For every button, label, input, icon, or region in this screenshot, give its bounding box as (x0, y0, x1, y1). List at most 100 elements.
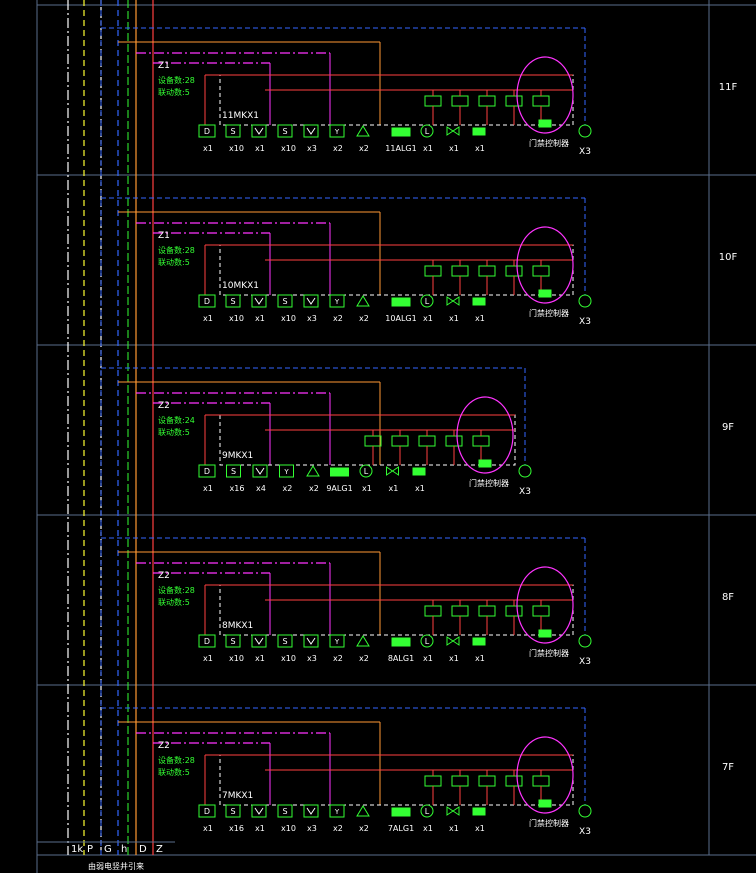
alarm-valve-label: 7ALG1 (388, 824, 414, 833)
zone-label: Z1 (158, 61, 170, 71)
hydrant-button-icon (329, 294, 345, 308)
flow-indicator-icon (472, 297, 486, 306)
flow-indicator-icon (472, 127, 486, 136)
module-box-outline (219, 584, 574, 636)
io-module-icon (478, 95, 496, 107)
device-count: x1 (415, 484, 425, 493)
device-count: x1 (475, 144, 485, 153)
device-count: x2 (333, 654, 343, 663)
smoke-detector-letter: S (282, 297, 287, 306)
device-valve-icon: x1 (446, 126, 460, 153)
device-flow-icon: x1 (472, 127, 486, 153)
io-module-icon (478, 605, 496, 617)
device-D-icon: Dx1 (198, 124, 216, 153)
io-module-icon (424, 605, 442, 617)
device-count: x1 (475, 314, 485, 323)
device-hydrant-icon: Yx2 (329, 804, 345, 833)
device-alg-icon (330, 467, 349, 477)
device-horn-icon: x2 (356, 125, 370, 153)
io-module-icon (451, 605, 469, 617)
level-switch-icon (420, 804, 434, 818)
device-count: x1 (255, 144, 265, 153)
smoke-detector-letter: S (231, 467, 236, 476)
device-count: x2 (359, 144, 369, 153)
module-box-outline (219, 244, 574, 296)
device-count-label: 设备数:24 (158, 415, 195, 425)
revision-cloud-outline (516, 566, 574, 644)
hydrant-button-icon (279, 464, 294, 478)
device-valve-icon: x1 (446, 296, 460, 323)
hydrant-button-icon (329, 634, 345, 648)
device-flow-icon: x1 (472, 637, 486, 663)
device-D-icon: Dx1 (198, 464, 216, 493)
revision-cloud-outline (516, 56, 574, 134)
module-box-outline (219, 754, 574, 806)
level-switch-icon (359, 464, 373, 478)
device-count: x2 (333, 314, 343, 323)
smoke-detector-icon (225, 124, 241, 138)
smoke-detector-icon (277, 804, 293, 818)
device-heat-icon: x3 (303, 634, 319, 663)
device-count: x2 (309, 484, 319, 493)
door-controller-icon (538, 119, 552, 128)
door-controller-icon (478, 459, 492, 468)
module-box-label: 7MKX1 (222, 791, 253, 801)
door-controller-label: 门禁控制器 (469, 478, 509, 488)
device-count: x1 (423, 824, 433, 833)
io-module-icon (478, 265, 496, 277)
device-horn-icon: x2 (356, 635, 370, 663)
alarm-valve-icon (391, 807, 411, 817)
device-hydrant-icon: Yx2 (329, 634, 345, 663)
link-count-label: 联动数:5 (158, 87, 190, 97)
smoke-detector-icon (277, 294, 293, 308)
sounder-icon (356, 805, 370, 817)
device-count: x1 (475, 824, 485, 833)
hydrant-button-icon (329, 804, 345, 818)
device-count: x10 (281, 144, 296, 153)
D-icon-letter: D (204, 637, 210, 646)
smoke-detector-letter: S (230, 807, 235, 816)
io-module-icon (505, 95, 523, 107)
module-box-label: 8MKX1 (222, 621, 253, 631)
heat-detector-icon (251, 294, 267, 308)
device-count: x3 (307, 144, 317, 153)
device-count: x2 (359, 314, 369, 323)
module-box-label: 9MKX1 (222, 451, 253, 461)
device-count: x1 (203, 314, 213, 323)
device-heat-icon: x3 (303, 124, 319, 153)
D-icon (198, 294, 216, 308)
io-module-icon (532, 95, 550, 107)
signal-valve-icon (446, 296, 460, 306)
signal-valve-icon (446, 636, 460, 646)
link-count-label: 联动数:5 (158, 427, 190, 437)
D-icon-letter: D (204, 467, 210, 476)
device-alg-icon (391, 297, 411, 307)
device-heat-icon: x4 (252, 464, 268, 493)
hydrant-button-icon (329, 124, 345, 138)
door-controller-icon (538, 799, 552, 808)
sounder-icon (356, 635, 370, 647)
alarm-valve-label: 11ALG1 (385, 144, 416, 153)
end-device-label: X3 (579, 657, 591, 667)
device-horn-icon: x2 (356, 295, 370, 323)
io-module-icon (424, 95, 442, 107)
alarm-valve-icon (330, 467, 349, 477)
device-heat-icon: x3 (303, 804, 319, 833)
io-module-icon (532, 605, 550, 617)
heat-detector-mark (254, 297, 264, 305)
alarm-valve-label: 10ALG1 (385, 314, 416, 323)
revision-cloud-outline (456, 396, 514, 474)
link-count-label: 联动数:5 (158, 257, 190, 267)
alarm-valve-label: 8ALG1 (388, 654, 414, 663)
heat-detector-icon (303, 294, 319, 308)
io-module-icon (424, 775, 442, 787)
device-horn-icon: x2 (356, 805, 370, 833)
flow-indicator-icon (472, 807, 486, 816)
device-valve-icon: x1 (446, 636, 460, 663)
device-alg-icon (391, 807, 411, 817)
module-box-outline (219, 74, 574, 126)
alarm-valve-icon (391, 127, 411, 137)
door-controller-label: 门禁控制器 (529, 648, 569, 658)
